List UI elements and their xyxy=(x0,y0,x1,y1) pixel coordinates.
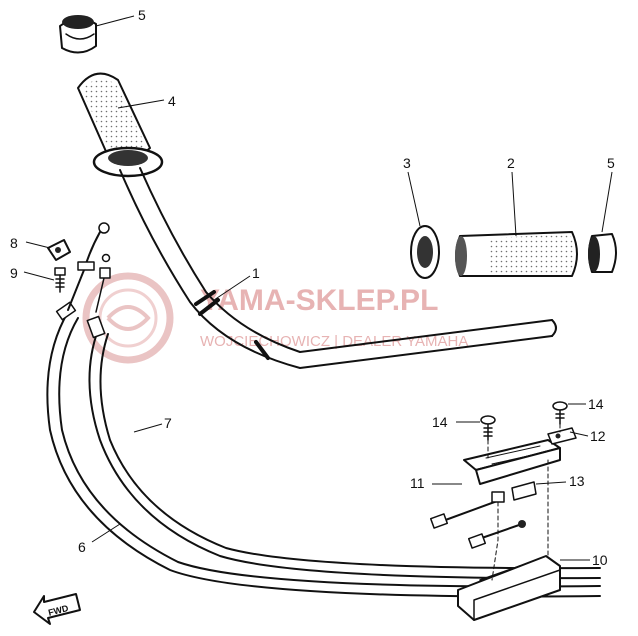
watermark: YAMA-SKLEP.PL WOJCIECHOWICZ | DEALER YAM… xyxy=(82,272,468,364)
housing-cover-part xyxy=(457,555,561,621)
forward-label: FWD xyxy=(47,603,70,618)
leader-lines xyxy=(23,15,613,561)
label-part-7: 7 xyxy=(164,415,172,431)
label-part-1: 1 xyxy=(252,265,260,281)
label-part-9: 9 xyxy=(10,265,18,281)
cable-clamp-part xyxy=(47,239,71,261)
label-part-13: 13 xyxy=(569,473,585,489)
watermark-title: YAMA-SKLEP.PL xyxy=(200,284,438,317)
watermark-subtitle: WOJCIECHOWICZ | DEALER YAMAHA xyxy=(200,333,468,350)
label-part-5-left: 5 xyxy=(138,7,146,23)
housing-screw-left-part xyxy=(480,415,496,441)
grip-collar-part xyxy=(410,225,440,279)
label-part-14-left: 14 xyxy=(432,414,448,430)
part-labels: 5 4 1 3 2 5 6 7 8 9 10 11 12 13 14 14 xyxy=(10,7,615,568)
label-part-5-right: 5 xyxy=(607,155,615,171)
label-part-11: 11 xyxy=(410,475,425,491)
label-part-4: 4 xyxy=(168,93,176,109)
label-part-2: 2 xyxy=(507,155,515,171)
throttle-housing-part xyxy=(463,439,561,503)
label-part-14-right: 14 xyxy=(588,396,604,412)
grip-end-left-part xyxy=(59,15,97,54)
label-part-10: 10 xyxy=(592,552,608,568)
throttle-grip-part xyxy=(455,231,578,277)
label-part-6: 6 xyxy=(78,539,86,555)
plate-part xyxy=(547,427,577,445)
forward-direction-indicator: FWD xyxy=(33,593,81,625)
label-part-8: 8 xyxy=(10,235,18,251)
assembly-lines xyxy=(487,423,561,581)
housing-screw-right-part xyxy=(552,401,568,425)
clamp-screw-part xyxy=(54,267,66,293)
cable-guide-part xyxy=(511,481,537,501)
left-grip-part xyxy=(77,72,164,178)
throttle-cables xyxy=(46,222,601,598)
label-part-3: 3 xyxy=(403,155,411,171)
grip-end-right-part xyxy=(588,233,617,273)
handlebar-part xyxy=(119,167,557,369)
watermark-logo-icon xyxy=(82,272,174,364)
label-part-12: 12 xyxy=(590,428,606,444)
